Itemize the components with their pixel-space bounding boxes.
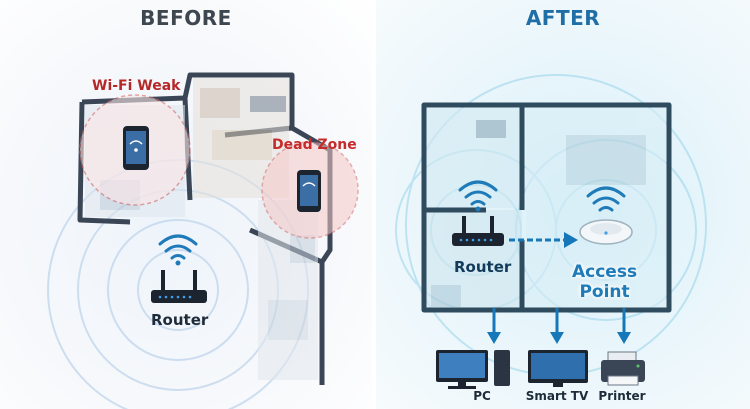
panel-divider: [372, 0, 376, 409]
after-panel: AFTER: [376, 0, 750, 409]
access-point-label-line2: Point: [579, 282, 630, 302]
pc-label: PC: [473, 389, 491, 403]
router-wifi-icon: [458, 180, 498, 212]
ap-wifi-icon: [586, 186, 626, 212]
router-icon: [452, 216, 504, 246]
smart-tv-icon: [528, 350, 588, 387]
phone-weak-icon: [123, 126, 149, 170]
before-heading: BEFORE: [140, 6, 232, 30]
after-heading: AFTER: [525, 6, 601, 30]
router-to-ap-arrow: [509, 232, 578, 248]
before-panel: BEFORE: [0, 0, 372, 409]
dead-zone-callout: Dead Zone: [272, 137, 357, 153]
access-point-label-line1: Access: [572, 262, 638, 282]
printer-label: Printer: [598, 389, 646, 403]
phone-dead-icon: [297, 170, 321, 212]
desktop-pc-icon: [436, 350, 510, 389]
after-rooms-fill: [426, 108, 666, 308]
device-arrows: [487, 308, 631, 344]
printer-icon: [601, 351, 645, 386]
router-label: Router: [151, 311, 209, 329]
router-icon: [151, 270, 207, 303]
wifi-icon: [158, 234, 198, 266]
wifi-weak-callout: Wi-Fi Weak: [92, 78, 181, 94]
router-label: Router: [454, 258, 512, 276]
after-floor-plan: [421, 102, 672, 313]
after-illustration: [395, 74, 707, 389]
access-point-label: Access Point: [572, 262, 637, 302]
before-illustration: [47, 72, 359, 409]
access-point-icon: [579, 219, 633, 245]
smart-tv-label: Smart TV: [525, 389, 589, 403]
